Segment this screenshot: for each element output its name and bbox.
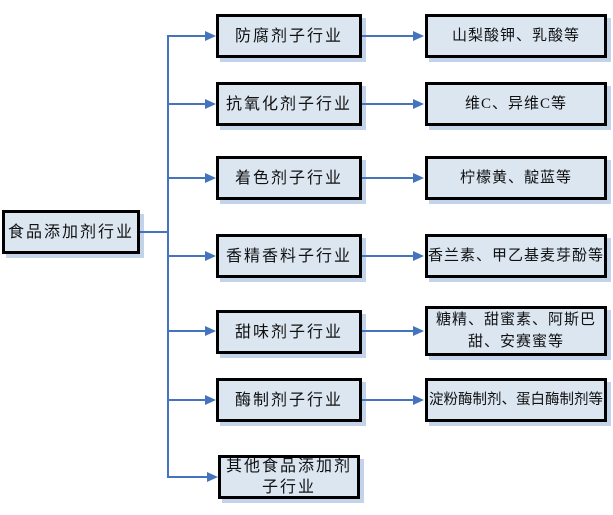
arrowhead-icon: [205, 31, 216, 41]
example-connector-line: [362, 255, 414, 257]
examples-node-colorants: 柠檬黄、靛蓝等: [425, 156, 607, 200]
arrowhead-icon: [413, 326, 424, 336]
industry-node-label: 酶制剂子行业: [234, 391, 343, 409]
arrowhead-icon: [205, 99, 216, 109]
root-node-food-additive-industry: 食品添加剂行业: [2, 210, 140, 254]
industry-node-label: 甜味剂子行业: [234, 323, 343, 341]
example-connector-line: [362, 35, 414, 37]
branch-line: [167, 399, 206, 401]
arrowhead-icon: [413, 31, 424, 41]
examples-node-sweeteners: 糖精、甜蜜素、阿斯巴甜、安赛蜜等: [425, 306, 607, 356]
examples-node-flavors-fragrances: 香兰素、甲乙基麦芽酚等: [425, 234, 607, 278]
examples-node-label: 维C、异维C等: [464, 95, 567, 112]
branch-line: [167, 35, 206, 37]
examples-node-label: 淀粉酶制剂、蛋白酶制剂等: [429, 391, 603, 408]
industry-node-sweeteners: 甜味剂子行业: [216, 310, 362, 354]
arrowhead-icon: [413, 99, 424, 109]
root-connector-line: [140, 231, 168, 233]
industry-node-colorants: 着色剂子行业: [216, 156, 362, 200]
industry-node-label: 抗氧化剂子行业: [225, 95, 352, 113]
branch-line: [167, 330, 206, 332]
example-connector-line: [362, 399, 414, 401]
arrowhead-icon: [205, 173, 216, 183]
arrowhead-icon: [413, 173, 424, 183]
industry-node-label: 其他食品添加剂子行业: [225, 458, 352, 496]
example-connector-line: [362, 103, 414, 105]
examples-node-preservatives: 山梨酸钾、乳酸等: [425, 14, 607, 58]
examples-node-label: 香兰素、甲乙基麦芽酚等: [428, 247, 605, 264]
arrowhead-icon: [413, 251, 424, 261]
examples-node-antioxidants: 维C、异维C等: [425, 82, 607, 126]
arrowhead-icon: [207, 472, 218, 482]
industry-node-label: 防腐剂子行业: [234, 27, 343, 45]
examples-node-enzymes: 淀粉酶制剂、蛋白酶制剂等: [425, 378, 607, 422]
arrowhead-icon: [205, 395, 216, 405]
arrowhead-icon: [205, 326, 216, 336]
industry-node-antioxidants: 抗氧化剂子行业: [216, 82, 362, 126]
industry-node-other-additives: 其他食品添加剂子行业: [218, 455, 360, 499]
arrowhead-icon: [413, 395, 424, 405]
industry-node-label: 着色剂子行业: [234, 169, 343, 187]
root-node-label: 食品添加剂行业: [7, 223, 134, 241]
industry-node-label: 香精香料子行业: [225, 247, 352, 265]
branch-line: [167, 103, 206, 105]
industry-node-preservatives: 防腐剂子行业: [216, 14, 362, 58]
industry-node-flavors-fragrances: 香精香料子行业: [216, 234, 362, 278]
branch-line: [167, 476, 208, 478]
examples-node-label: 糖精、甜蜜素、阿斯巴甜、安赛蜜等: [435, 312, 596, 350]
branch-line: [167, 255, 206, 257]
example-connector-line: [362, 177, 414, 179]
industry-node-enzymes: 酶制剂子行业: [216, 378, 362, 422]
arrowhead-icon: [205, 251, 216, 261]
example-connector-line: [362, 330, 414, 332]
examples-node-label: 柠檬黄、靛蓝等: [459, 169, 572, 186]
examples-node-label: 山梨酸钾、乳酸等: [451, 27, 580, 44]
branch-line: [167, 177, 206, 179]
